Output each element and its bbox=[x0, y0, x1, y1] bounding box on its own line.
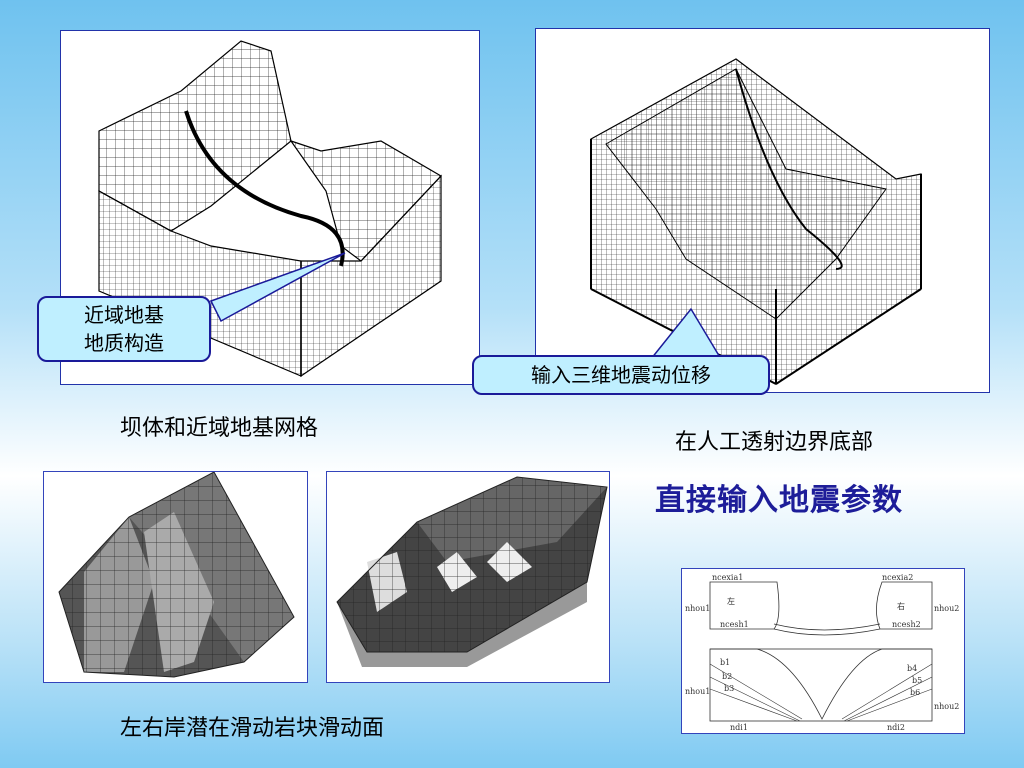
dam-mesh-figure bbox=[98, 40, 442, 378]
left-bank-sliding-panel bbox=[43, 471, 308, 683]
seismic-input-callout: 输入三维地震动位移 bbox=[472, 355, 770, 395]
label-ncexia1: ncexia1 bbox=[712, 573, 743, 582]
cross-section-figure: ncexia1 ncexia2 nhou1 nhou2 ncesh1 ncesh… bbox=[685, 573, 959, 732]
sliding-caption: 左右岸潜在滑动岩块滑动面 bbox=[120, 716, 385, 741]
label-ndi1: ndi1 bbox=[730, 723, 748, 732]
seismic-input-callout-text: 输入三维地震动位移 bbox=[531, 363, 711, 387]
label-ncesh2: ncesh2 bbox=[892, 620, 921, 629]
label-b6: b6 bbox=[910, 688, 920, 697]
geology-callout-line1: 近域地基 bbox=[84, 303, 164, 327]
cross-section-panel: ncexia1 ncexia2 nhou1 nhou2 ncesh1 ncesh… bbox=[681, 568, 965, 734]
boundary-caption: 在人工透射边界底部 bbox=[675, 430, 874, 455]
dam-mesh-caption: 坝体和近域地基网格 bbox=[120, 416, 319, 441]
geology-callout-line2: 地质构造 bbox=[84, 331, 164, 355]
label-nhou2-top: nhou2 bbox=[934, 604, 959, 613]
label-ncesh1: ncesh1 bbox=[720, 620, 749, 629]
left-bank-sliding-figure bbox=[58, 472, 295, 678]
label-nhou1-bottom: nhou1 bbox=[685, 687, 710, 696]
right-bank-sliding-panel bbox=[326, 471, 610, 683]
headline: 直接输入地震参数 bbox=[655, 483, 903, 518]
label-b4: b4 bbox=[907, 664, 917, 673]
geology-callout: 近域地基 地质构造 bbox=[37, 296, 211, 362]
label-b2: b2 bbox=[722, 672, 732, 681]
label-b5: b5 bbox=[912, 676, 922, 685]
boundary-mesh-panel bbox=[535, 28, 990, 393]
right-bank-sliding-figure bbox=[336, 476, 608, 667]
label-b1: b1 bbox=[720, 658, 730, 667]
label-left: 左 bbox=[727, 596, 735, 606]
boundary-mesh-figure bbox=[590, 58, 922, 385]
label-nhou1-top: nhou1 bbox=[685, 604, 710, 613]
label-nhou2-bottom: nhou2 bbox=[934, 702, 959, 711]
label-right: 右 bbox=[897, 601, 905, 611]
label-ndi2: ndi2 bbox=[887, 723, 905, 732]
label-ncexia2: ncexia2 bbox=[882, 573, 913, 582]
label-b3: b3 bbox=[724, 684, 734, 693]
